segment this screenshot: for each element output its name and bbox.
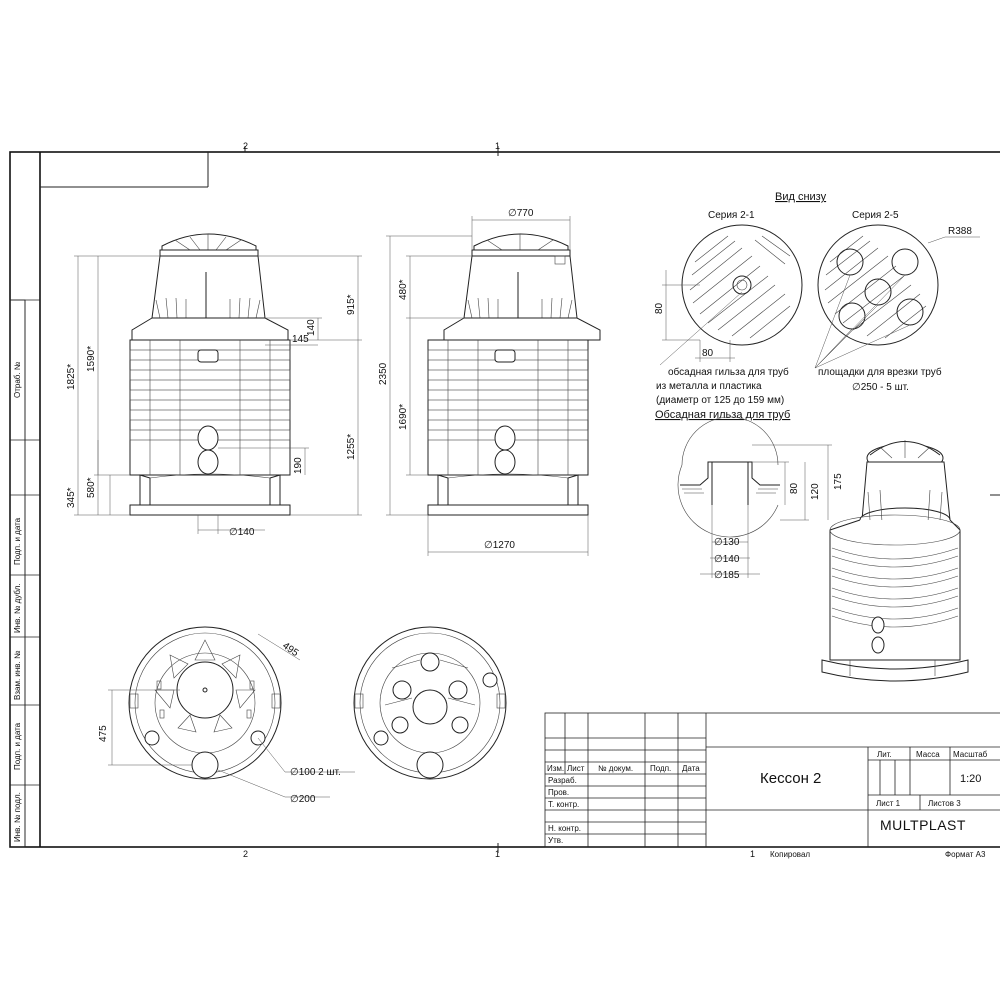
tb-col-lit: Лит. <box>877 750 892 759</box>
series-2-5-label: Серия 2-5 <box>852 210 899 221</box>
caisson-isometric-view <box>821 440 969 682</box>
zone-bottom-center: 1 <box>495 849 500 859</box>
dim-d770: ∅770 <box>508 208 534 219</box>
series-2-1-label: Серия 2-1 <box>708 210 755 221</box>
tb-sheets-total: Листов 3 <box>928 799 961 808</box>
note-pads-line-1: площадки для врезки труб <box>818 366 942 378</box>
dim-145: 145 <box>292 334 309 345</box>
sleeve-dim-d185: ∅185 <box>714 570 740 581</box>
side-stamp <box>9 299 40 848</box>
sleeve-detail-title: Обсадная гильза для труб <box>655 409 790 421</box>
sleeve-dim-120: 120 <box>810 483 821 500</box>
tb-role-checker: Пров. <box>548 788 569 797</box>
front-2-dimension-lines <box>386 216 589 556</box>
tb-format: Формат A3 <box>945 850 986 859</box>
zone-top-center: 1 <box>495 141 500 151</box>
sleeve-dim-80: 80 <box>789 482 800 494</box>
dim-1590: 1590* <box>86 346 97 372</box>
caisson-front-view-2 <box>427 233 601 516</box>
tb-role-norm-control: Н. контр. <box>548 824 581 833</box>
dim-d1270: ∅1270 <box>484 540 515 551</box>
tb-scale-value: 1:20 <box>960 773 981 785</box>
tb-role-approved: Утв. <box>548 836 563 845</box>
dim-190: 190 <box>293 457 304 474</box>
title-block <box>544 712 1000 848</box>
series-2-1-dims <box>659 270 743 366</box>
sleeve-detail-dims <box>700 444 832 578</box>
stamp-label-4: Подп. и дата <box>13 722 22 770</box>
stamp-label-3: Взам. инв. № <box>13 650 22 700</box>
series-2-5-leaders <box>814 236 980 369</box>
stamp-label-5: Инв. № подл. <box>13 792 22 842</box>
sleeve-dim-d130: ∅130 <box>714 537 740 548</box>
note-sleeve-line-1: обсадная гильза для труб <box>668 366 789 378</box>
series-2-5-disc <box>817 224 939 346</box>
dim-580: 580* <box>86 477 97 498</box>
stamp-label-2: Инв. № дубл. <box>13 583 22 633</box>
dim-1255: 1255* <box>346 434 357 460</box>
stamp-label-0: Отраб. № <box>13 361 22 398</box>
zone-bottom-left: 2 <box>243 849 248 859</box>
note-pads-line-2: ∅250 - 5 шт. <box>852 382 909 393</box>
dim-480: 480* <box>398 279 409 300</box>
tb-company: MULTPLAST <box>880 817 966 833</box>
tb-col-mass: Масса <box>916 750 940 759</box>
dim-915: 915* <box>346 294 357 315</box>
sleeve-detail-section <box>677 416 780 538</box>
caisson-underside-view <box>353 626 507 780</box>
stamp-label-1: Подп. и дата <box>13 517 22 565</box>
radius-r388: R388 <box>948 226 972 237</box>
dim-80-horizontal: 80 <box>702 348 714 359</box>
tb-header-doc: № докум. <box>598 764 633 773</box>
tb-role-tech-control: Т. контр. <box>548 800 579 809</box>
dim-d100-2pcs: ∅100 2 шт. <box>290 767 341 778</box>
tb-role-developer: Разраб. <box>548 776 577 785</box>
tb-header-sign: Подп. <box>650 764 671 773</box>
sleeve-dim-d140: ∅140 <box>714 554 740 565</box>
bottom-view-title: Вид снизу <box>775 191 827 203</box>
dim-d140: ∅140 <box>229 527 255 538</box>
dim-495: 495 <box>280 640 300 659</box>
dim-80-vertical: 80 <box>654 302 665 314</box>
caisson-top-view <box>128 626 282 780</box>
tb-header-date: Дата <box>682 764 700 773</box>
tb-header-list: Лист <box>567 764 585 773</box>
tb-sheet-number: Лист 1 <box>876 799 901 808</box>
zone-bottom-right: 1 <box>750 849 755 859</box>
dim-345: 345* <box>66 487 77 508</box>
tb-product-name: Кессон 2 <box>760 770 821 787</box>
tb-col-scale: Масштаб <box>953 750 988 759</box>
dim-475: 475 <box>98 725 109 742</box>
caisson-front-view-1 <box>129 233 291 516</box>
tb-copied: Копировал <box>770 850 810 859</box>
tb-header-izm: Изм. <box>547 764 564 773</box>
front-1-dimension-lines <box>74 255 362 534</box>
note-sleeve-line-2: из металла и пластика <box>656 381 762 392</box>
top-view-dimension-lines <box>108 633 355 798</box>
sleeve-dim-175: 175 <box>833 473 844 490</box>
dim-140: 140 <box>306 319 317 336</box>
dim-2350: 2350 <box>378 362 389 385</box>
dim-d200: ∅200 <box>290 794 316 805</box>
note-sleeve-line-3: (диаметр от 125 до 159 мм) <box>656 395 784 406</box>
zone-top-left: 2 <box>243 141 248 151</box>
dim-1690: 1690* <box>398 404 409 430</box>
dim-1825: 1825* <box>66 364 77 390</box>
